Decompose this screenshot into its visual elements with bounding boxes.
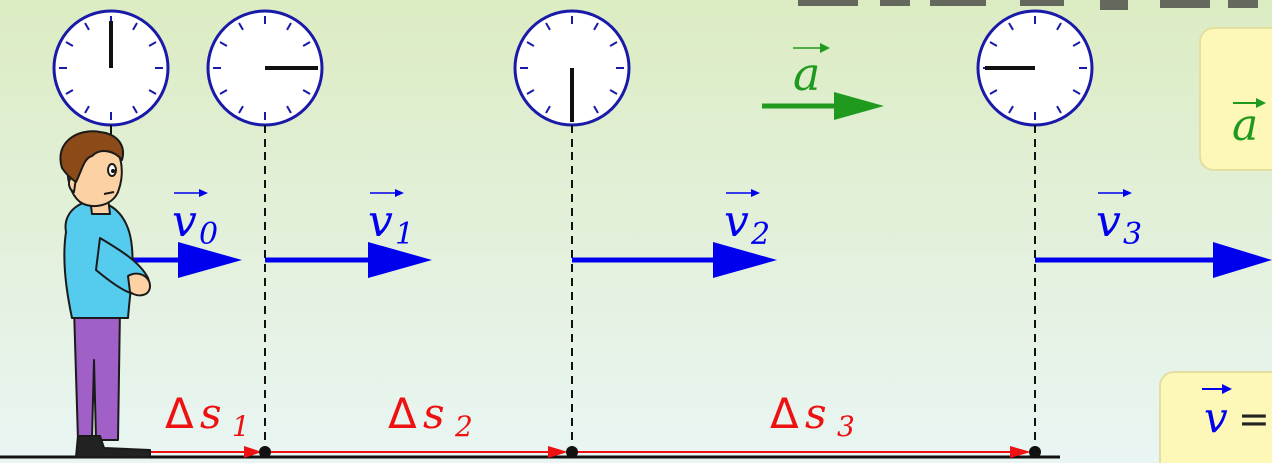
displacement-label-2: Δ s 2 xyxy=(388,389,473,443)
formula-bottom-letter: v xyxy=(1204,393,1228,442)
formula-top-letter: a xyxy=(1232,100,1258,151)
svg-text:Δ: Δ xyxy=(165,389,194,438)
formula-callout-top xyxy=(1199,27,1272,171)
clock-tick xyxy=(65,41,74,47)
clock-tick xyxy=(84,22,90,31)
clock-tick xyxy=(302,41,311,47)
formula-bottom-fragment: … xyxy=(1176,443,1206,463)
clock-tick xyxy=(526,89,535,95)
clock-tick xyxy=(1072,89,1081,95)
svg-text:s: s xyxy=(423,389,445,438)
svg-text:1: 1 xyxy=(395,217,414,252)
clock-icon xyxy=(206,9,324,127)
svg-text:v: v xyxy=(724,196,749,247)
cropped-title-fragment xyxy=(798,0,1258,10)
svg-text:Δ: Δ xyxy=(388,389,417,438)
velocity-label-1: v 1 xyxy=(368,189,414,252)
velocity-label-0: v 0 xyxy=(172,189,218,252)
clock-tick xyxy=(84,105,90,114)
clock-tick xyxy=(148,41,157,47)
svg-text:s: s xyxy=(805,389,827,438)
clock-tick xyxy=(1056,105,1062,114)
clock-tick xyxy=(1008,22,1014,31)
clock-tick xyxy=(609,89,618,95)
formula-top-arrow xyxy=(1233,98,1266,108)
clock-icon xyxy=(513,9,631,127)
clock-icon xyxy=(52,9,170,127)
formula-equals: = xyxy=(1238,397,1270,441)
clock-tick xyxy=(593,22,599,31)
clock-tick xyxy=(1008,105,1014,114)
clock-tick xyxy=(989,89,998,95)
clock-tick xyxy=(219,41,228,47)
clock-tick xyxy=(1072,41,1081,47)
svg-text:s: s xyxy=(200,389,222,438)
clock-tick xyxy=(302,89,311,95)
velocity-arrows xyxy=(115,242,1272,278)
svg-text:Δ: Δ xyxy=(770,389,799,438)
clock-tick xyxy=(1056,22,1062,31)
svg-text:a: a xyxy=(793,47,820,101)
displacement-label-3: Δ s 3 xyxy=(770,389,855,443)
clock-tick xyxy=(238,22,244,31)
person-figure xyxy=(59,130,151,458)
svg-text:v: v xyxy=(368,196,393,247)
clock-tick xyxy=(65,89,74,95)
clock-tick xyxy=(148,89,157,95)
clock-tick xyxy=(545,22,551,31)
position-dots xyxy=(259,446,1041,458)
svg-text:2: 2 xyxy=(750,217,770,252)
clock-tick xyxy=(219,89,228,95)
clock-tick xyxy=(526,41,535,47)
velocity-label-3: v 3 xyxy=(1096,189,1142,252)
clock-tick xyxy=(286,22,292,31)
clock-tick xyxy=(609,41,618,47)
clock-icon xyxy=(976,9,1094,127)
formula-callout-bottom xyxy=(1159,371,1272,463)
velocity-label-2: v 2 xyxy=(724,189,770,252)
svg-text:2: 2 xyxy=(454,410,473,443)
formula-bottom-arrow xyxy=(1202,384,1232,394)
displacement-label-1: Δ s 1 xyxy=(165,389,250,443)
time-guides xyxy=(264,152,1036,452)
clock-tick xyxy=(132,22,138,31)
acceleration-indicator: a xyxy=(762,43,884,120)
svg-text:v: v xyxy=(172,196,197,247)
svg-text:v: v xyxy=(1096,196,1121,247)
clock-tick xyxy=(132,105,138,114)
clock-tick xyxy=(545,105,551,114)
displacement-arrows xyxy=(150,446,1031,458)
clock-tick xyxy=(593,105,599,114)
svg-text:1: 1 xyxy=(232,410,250,443)
svg-text:3: 3 xyxy=(1123,217,1142,252)
clock-tick xyxy=(286,105,292,114)
clock-tick xyxy=(989,41,998,47)
svg-text:0: 0 xyxy=(199,217,218,252)
clock-tick xyxy=(238,105,244,114)
svg-text:3: 3 xyxy=(837,410,855,443)
